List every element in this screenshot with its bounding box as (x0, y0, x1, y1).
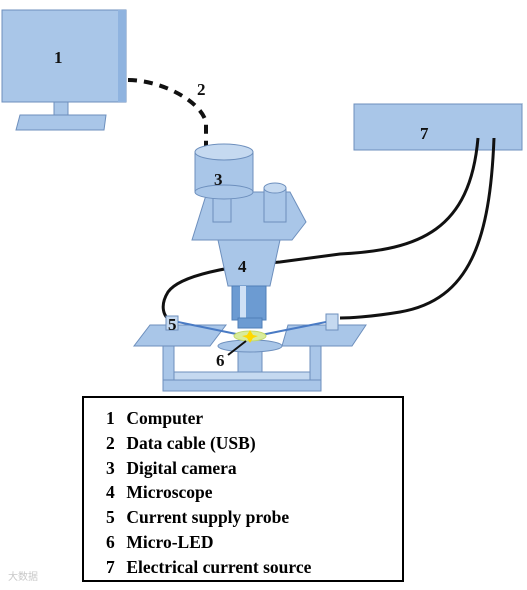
current-source-box (353, 103, 523, 151)
label-data-cable: 2 (197, 80, 206, 99)
microscope-arm (217, 239, 281, 287)
watermark: 大数据 (8, 572, 38, 583)
legend-item-label: Current supply probe (126, 507, 290, 528)
current-supply-probes: 5 (165, 313, 339, 337)
computer-stand (15, 114, 107, 131)
legend-item-number: 1 (106, 408, 115, 428)
legend-item-label: Data cable (USB) (126, 432, 256, 453)
legend-item-number: 5 (106, 507, 115, 528)
microscope-tube-left (212, 195, 232, 223)
computer: 1 (1, 9, 127, 131)
micro-led-stage: 6 (216, 330, 283, 373)
legend-item-number: 3 (106, 457, 115, 478)
legend-item: 3 Digital camera (106, 456, 402, 481)
legend-item-number: 2 (106, 432, 115, 453)
legend-item-label: Computer (126, 408, 204, 428)
legend-item-label: Micro-LED (126, 531, 214, 552)
camera-top (194, 143, 254, 161)
micro-led-glow (242, 330, 258, 343)
probe-right-holder (325, 313, 339, 331)
legend-item: 5 Current supply probe (106, 505, 402, 530)
legend-item: 6 Micro-LED (106, 530, 402, 555)
microscope-column-light (240, 286, 246, 320)
legend-item-number: 7 (106, 556, 115, 577)
legend-box: 1 Computer 2 Data cable (USB) 3 Digital … (82, 396, 404, 582)
micro-led-pointer (227, 340, 247, 356)
data-cable (127, 78, 208, 148)
microscope: 4 (191, 182, 307, 329)
probe-right-needle (255, 321, 327, 337)
cable-right-probe (339, 137, 496, 320)
label-camera: 3 (214, 170, 223, 189)
legend-item: 2 Data cable (USB) (106, 431, 402, 456)
legend-item: 7 Electrical current source (106, 555, 402, 580)
legend-item: 1 Computer (106, 406, 402, 431)
probe-left-needle (177, 321, 247, 337)
legend-item: 4 Microscope (106, 480, 402, 505)
legend-item-label: Electrical current source (126, 556, 312, 577)
microscope-objective (237, 317, 263, 329)
microscope-eyepiece-top (263, 182, 287, 194)
legend-item-number: 4 (106, 482, 115, 503)
computer-neck (53, 101, 69, 117)
legend-item-number: 6 (106, 531, 115, 552)
legend-list: 1 Computer 2 Data cable (USB) 3 Digital … (106, 406, 402, 580)
label-microscope: 4 (238, 257, 247, 276)
camera-bottom (194, 184, 254, 200)
label-current-source: 7 (420, 124, 429, 143)
label-computer: 1 (54, 48, 63, 67)
computer-monitor-side (118, 10, 126, 102)
computer-monitor (1, 9, 127, 103)
label-micro-led: 6 (216, 351, 225, 370)
digital-camera: 3 (194, 143, 254, 200)
legend-item-label: Digital camera (126, 457, 237, 478)
label-probe: 5 (168, 315, 177, 334)
stage-left-plate (132, 324, 228, 347)
stage-right-plate (281, 324, 367, 347)
current-source: 7 (353, 103, 523, 151)
legend-item-label: Microscope (126, 482, 213, 503)
base-bar (162, 379, 322, 392)
base-inner-bar (173, 371, 311, 381)
microscope-upper-body (191, 191, 307, 241)
microscope-column (231, 285, 267, 321)
